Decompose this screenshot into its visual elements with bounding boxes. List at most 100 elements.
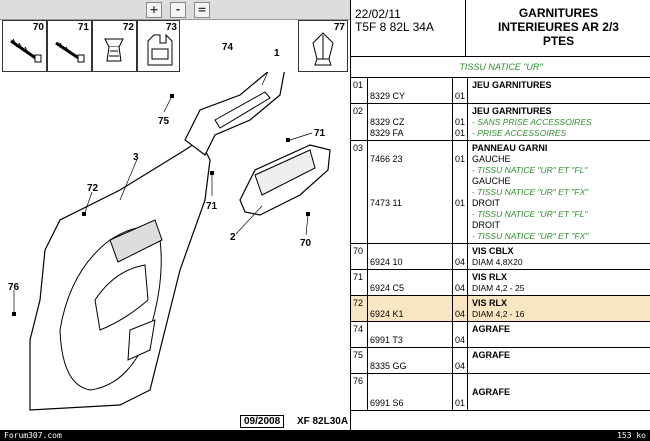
part-code — [370, 324, 452, 335]
push-clip-icon — [312, 32, 334, 66]
callout-3: 3 — [133, 152, 139, 163]
status-size: 153 ko — [617, 431, 646, 440]
part-qty — [455, 387, 467, 398]
fabric-note: TISSU NATICE "UR" — [351, 57, 650, 78]
part-qty — [455, 80, 467, 91]
part-qty: 04 — [455, 335, 466, 345]
part-desc: PANNEAU GARNI — [472, 143, 548, 153]
part-qty — [455, 187, 467, 198]
title-line-3: PTES — [542, 34, 575, 48]
part-qty: 04 — [455, 283, 466, 293]
part-cell-73[interactable]: 73 — [137, 20, 180, 72]
fit-page-icon[interactable]: = — [194, 2, 210, 18]
part-code — [370, 387, 452, 398]
ref-cell: 01 — [351, 78, 368, 103]
callout-71b: 71 — [206, 201, 218, 212]
part-code: 6924 10 — [370, 257, 403, 267]
part-qty — [455, 106, 467, 117]
part-desc: - TISSU NATICE "UR" ET "FX" — [472, 187, 589, 197]
part-qty — [455, 272, 467, 283]
part-desc: - SANS PRISE ACCESSOIRES — [472, 117, 592, 127]
part-desc: DIAM 4,2 - 16 — [472, 309, 525, 319]
header-ids: 22/02/11 T5F 8 82L 34A — [351, 0, 466, 57]
part-desc — [472, 361, 650, 372]
part-cell-72[interactable]: 72 — [92, 20, 137, 72]
part-desc: JEU GARNITURES — [472, 106, 552, 116]
part-desc: JEU GARNITURES — [472, 80, 552, 90]
callout-72: 72 — [87, 183, 99, 194]
part-code: 6924 K1 — [370, 309, 404, 319]
code-cell: 6924 C5 — [368, 270, 453, 295]
part-code: 7466 23 — [370, 154, 403, 164]
header-code: T5F 8 82L 34A — [355, 20, 434, 34]
part-desc: VIS RLX — [472, 272, 508, 282]
parts-list-panel: 22/02/11 T5F 8 82L 34A GARNITURES INTERI… — [350, 0, 650, 430]
callout-74: 74 — [222, 42, 234, 53]
part-code: 8329 CZ — [370, 117, 405, 127]
qty-cell: 04 — [453, 296, 468, 321]
part-qty — [455, 324, 467, 335]
part-qty: 01 — [455, 398, 466, 408]
part-cell-70[interactable]: 70 — [2, 20, 47, 72]
ref-cell: 76 — [351, 374, 368, 410]
callout-1: 1 — [274, 48, 280, 59]
qty-cell: 04 — [453, 348, 468, 373]
screw-icon — [10, 38, 42, 63]
part-code — [370, 187, 452, 198]
code-cell: 6991 T3 — [368, 322, 453, 347]
part-cell-77[interactable]: 77 — [298, 20, 348, 72]
part-desc: GAUCHE — [472, 154, 511, 164]
callout-76: 76 — [8, 282, 20, 293]
part-code — [370, 298, 452, 309]
part-qty: 04 — [455, 257, 466, 267]
zoom-in-icon[interactable]: + — [146, 2, 162, 18]
ref-cell: 02 — [351, 104, 368, 140]
qty-cell: 01 — [453, 78, 468, 103]
pillar-trim-detail — [214, 91, 271, 129]
part-desc: VIS CBLX — [472, 246, 514, 256]
zoom-out-icon[interactable]: - — [170, 2, 186, 18]
part-qty: 01 — [455, 128, 466, 138]
leader-lines — [13, 72, 313, 315]
callout-layer: 1 2 3 71 71 72 74 75 76 70 — [8, 42, 326, 293]
part-desc: - TISSU NATICE "UR" ET "FL" — [472, 209, 588, 219]
part-desc: - TISSU NATICE "UR" ET "FX" — [472, 231, 589, 241]
code-cell: 7466 23 7473 11 — [368, 141, 453, 243]
part-cell-71[interactable]: 71 — [47, 20, 92, 72]
part-desc: DIAM 4,2 - 25 — [472, 283, 525, 293]
callout-71a: 71 — [314, 128, 326, 139]
drawing-date: 09/2008 — [240, 415, 285, 428]
desc-cell: JEU GARNITURES — [468, 78, 650, 103]
title-line-2: INTERIEURES AR 2/3 — [498, 20, 619, 34]
desc-cell: AGRAFE — [468, 374, 650, 410]
part-desc: VIS RLX — [472, 298, 508, 308]
ref-cell: 03 — [351, 141, 368, 243]
part-qty — [455, 246, 467, 257]
part-desc: AGRAFE — [472, 324, 510, 334]
part-desc — [472, 91, 650, 102]
diagram-panel: + - = 70 71 72 — [0, 0, 350, 430]
handle-pocket — [127, 319, 156, 361]
ref-cell: 74 — [351, 322, 368, 347]
part-code: 8329 CY — [370, 91, 406, 101]
part-code — [370, 165, 452, 176]
part-code: 7473 11 — [370, 198, 402, 208]
part-desc: DROIT — [472, 198, 500, 208]
part-desc — [472, 376, 650, 387]
qty-cell: 04 — [453, 270, 468, 295]
desc-cell: AGRAFE — [468, 322, 650, 347]
storage-box-lid — [254, 149, 316, 196]
part-code — [370, 80, 452, 91]
